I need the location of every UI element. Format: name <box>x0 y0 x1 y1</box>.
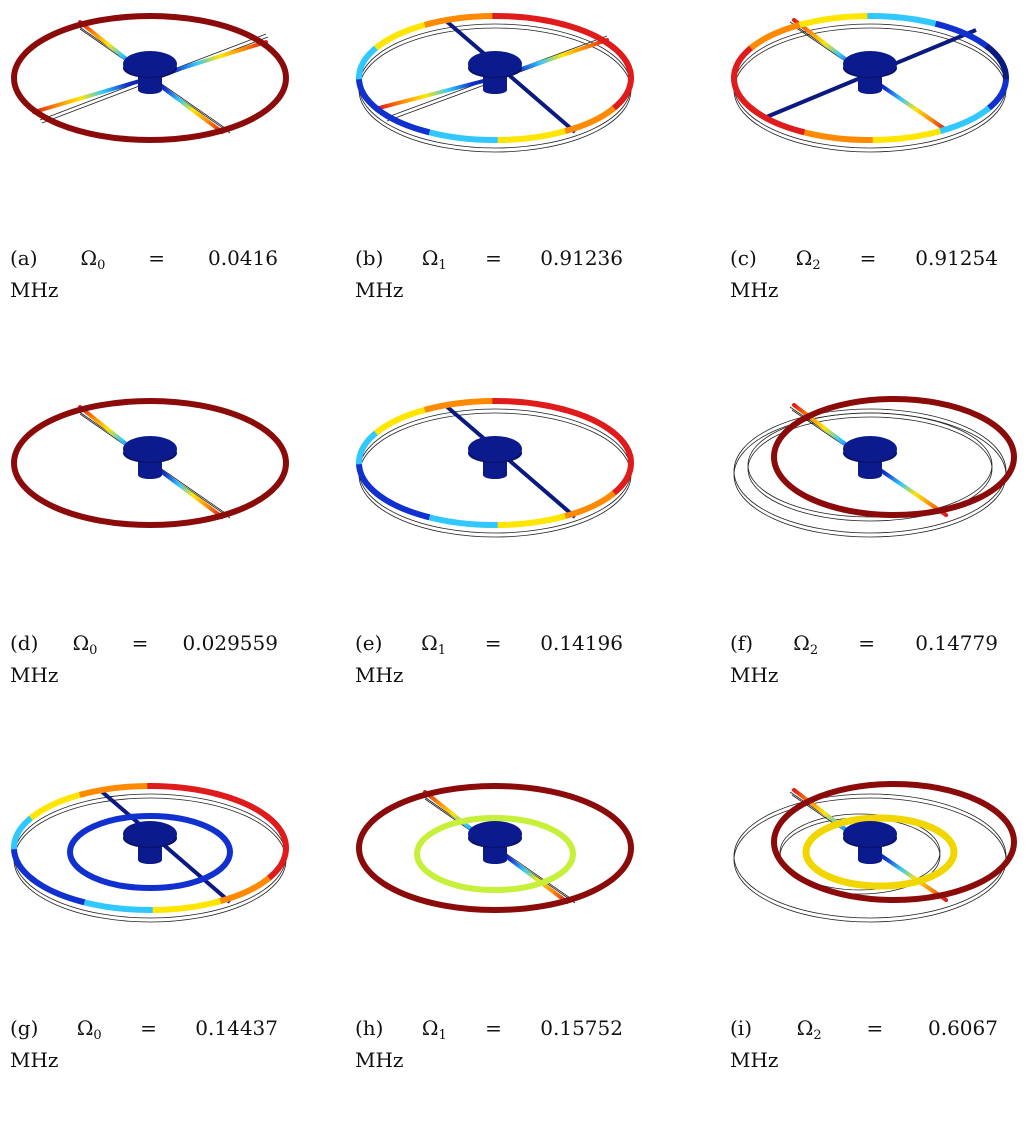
mode-shape-image <box>11 398 289 528</box>
hub-post <box>123 821 177 864</box>
frequency-value: 0.029559 <box>182 631 278 655</box>
outer-ring <box>11 782 289 914</box>
outer-ring <box>356 12 634 144</box>
spoke <box>868 461 948 517</box>
frequency-symbol: Ω0 <box>80 246 106 273</box>
frequency-unit: MHz <box>355 1048 404 1072</box>
frequency-value: 0.0416 <box>207 246 278 270</box>
outer-ring <box>771 396 1017 518</box>
undeformed-ring-outline <box>747 412 993 522</box>
hub-post <box>123 51 177 94</box>
caption-label: (i) <box>730 1016 753 1040</box>
spoke <box>868 846 948 902</box>
hub-post <box>843 51 897 94</box>
frequency-value: 0.14196 <box>540 631 623 655</box>
frequency-unit: MHz <box>10 1048 59 1072</box>
caption-label: (h) <box>355 1016 384 1040</box>
equals-sign: = <box>866 1016 884 1040</box>
frequency-unit: MHz <box>355 278 404 302</box>
frequency-unit: MHz <box>730 663 779 687</box>
hub-post <box>843 436 897 479</box>
mode-shape-image <box>733 781 1017 923</box>
mode-shape-image <box>11 13 289 143</box>
frequency-value: 0.14779 <box>915 631 998 655</box>
frequency-symbol: Ω2 <box>793 631 819 658</box>
frequency-symbol: Ω1 <box>421 246 447 273</box>
frequency-unit: MHz <box>355 663 404 687</box>
frequency-symbol: Ω0 <box>76 1016 102 1043</box>
mode-shape-image <box>356 12 634 153</box>
equals-sign: = <box>484 631 502 655</box>
caption-label: (g) <box>10 1016 39 1040</box>
outer-ring <box>11 13 289 143</box>
frequency-value: 0.15752 <box>540 1016 623 1040</box>
spoke <box>868 76 948 132</box>
outer-ring <box>11 398 289 528</box>
frequency-value: 0.14437 <box>195 1016 278 1040</box>
inner-ring <box>67 813 233 891</box>
mode-shape-image <box>11 782 289 923</box>
caption-label: (f) <box>730 631 754 655</box>
frequency-symbol: Ω2 <box>795 246 821 273</box>
caption-label: (e) <box>355 631 383 655</box>
hub-post <box>468 436 522 479</box>
frequency-symbol: Ω1 <box>421 1016 447 1043</box>
frequency-unit: MHz <box>10 278 59 302</box>
caption-label: (d) <box>10 631 39 655</box>
frequency-value: 0.6067 <box>928 1016 998 1040</box>
mode-shape-image <box>356 397 634 538</box>
hub-post <box>843 821 897 864</box>
outer-ring <box>731 12 1009 144</box>
frequency-unit: MHz <box>730 278 779 302</box>
frequency-unit: MHz <box>10 663 59 687</box>
frequency-symbol: Ω1 <box>421 631 447 658</box>
hub-post <box>468 51 522 94</box>
hub-post <box>123 436 177 479</box>
outer-ring <box>356 783 634 913</box>
inner-ring <box>414 815 576 893</box>
mode-shape-image <box>733 396 1017 538</box>
hub-post <box>468 821 522 864</box>
mode-shape-image <box>356 783 634 913</box>
spoke <box>377 76 497 110</box>
caption-label: (b) <box>355 246 384 270</box>
frequency-symbol: Ω2 <box>796 1016 822 1043</box>
equals-sign: = <box>485 246 502 270</box>
caption-label: (a) <box>10 246 38 270</box>
equals-sign: = <box>148 246 166 270</box>
spoke <box>32 76 152 114</box>
mode-shape-image <box>731 12 1009 153</box>
frequency-value: 0.91236 <box>540 246 623 270</box>
frequency-unit: MHz <box>730 1048 779 1072</box>
equals-sign: = <box>140 1016 157 1040</box>
caption-label: (c) <box>730 246 757 270</box>
outer-ring <box>356 397 634 529</box>
outer-ring <box>771 781 1017 903</box>
equals-sign: = <box>485 1016 502 1040</box>
equals-sign: = <box>859 246 877 270</box>
frequency-symbol: Ω0 <box>72 631 98 658</box>
inner-ring <box>802 814 958 890</box>
frequency-value: 0.91254 <box>915 246 998 270</box>
equals-sign: = <box>131 631 149 655</box>
equals-sign: = <box>858 631 876 655</box>
